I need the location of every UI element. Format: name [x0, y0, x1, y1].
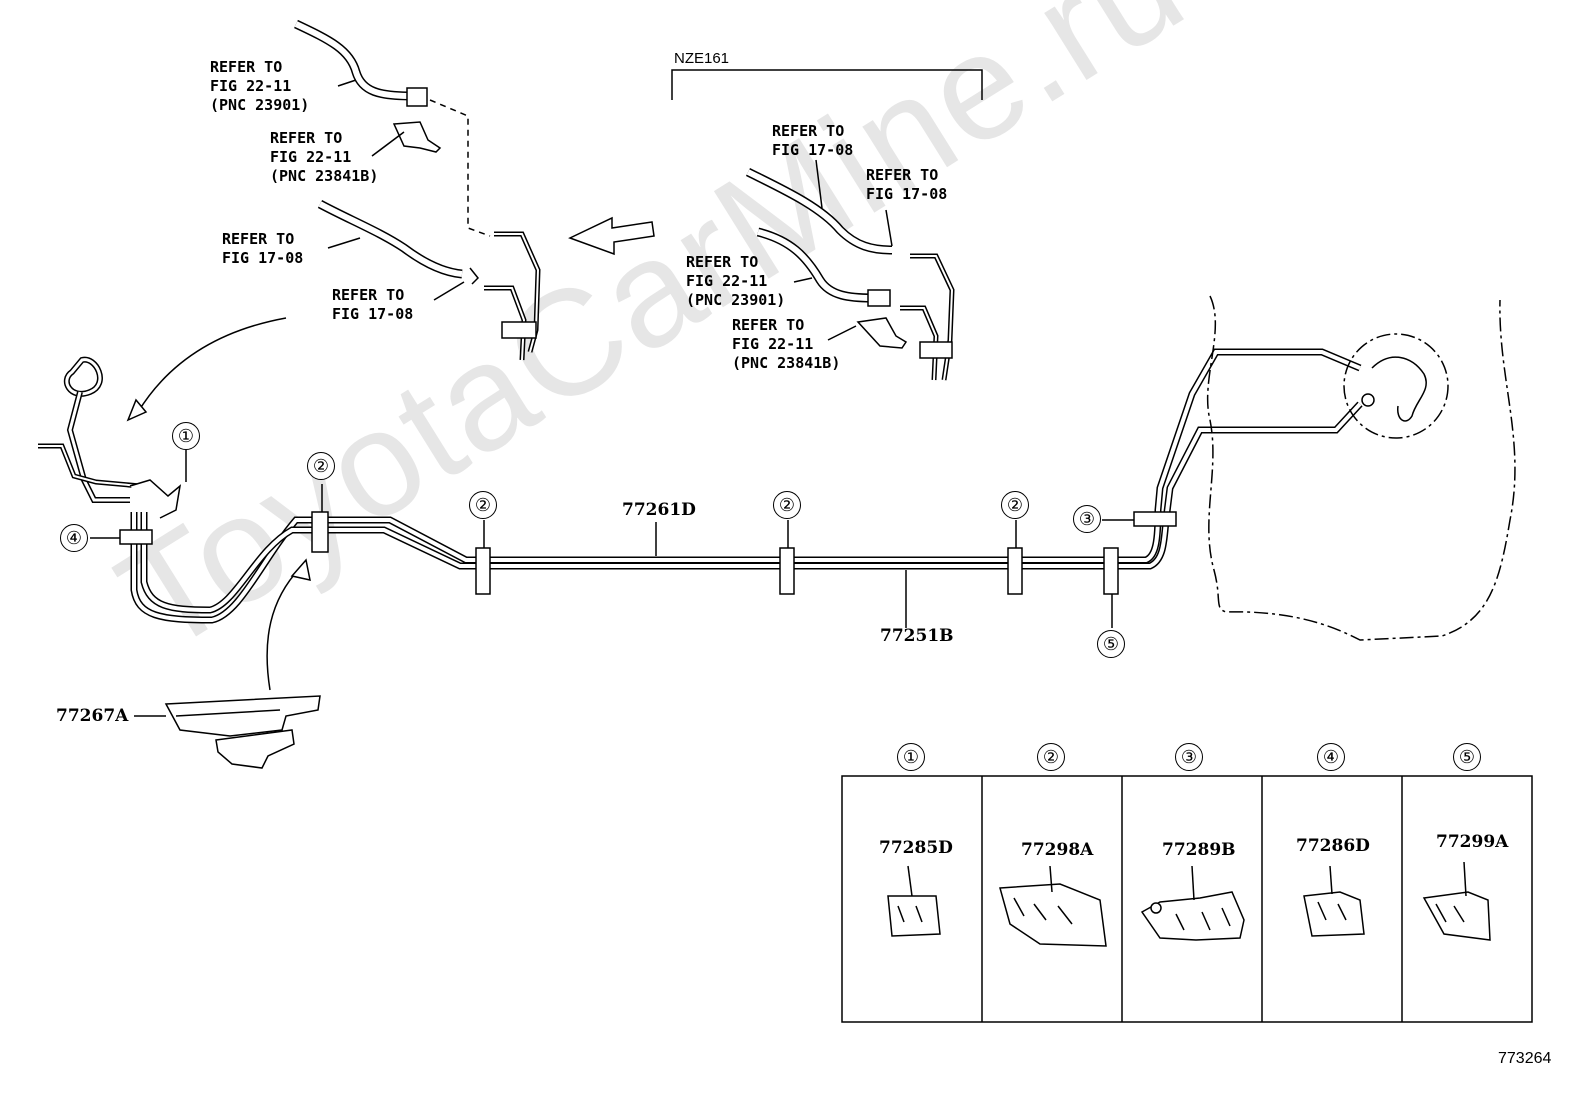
callout-2-d[interactable]: ②: [1001, 491, 1029, 519]
callout-2-b[interactable]: ②: [469, 491, 497, 519]
table-header-5: ⑤: [1453, 743, 1481, 771]
table-part-1[interactable]: 77285D: [879, 838, 953, 858]
part-number-protector[interactable]: 77267A: [56, 706, 129, 726]
bracket-upper: [392, 121, 442, 153]
figure-id: 773264: [1498, 1050, 1552, 1067]
table-header-1: ①: [897, 743, 925, 771]
part-number-tube-lower[interactable]: 77251B: [880, 626, 954, 646]
table-header-3: ③: [1175, 743, 1203, 771]
table-part-4[interactable]: 77286D: [1296, 836, 1370, 856]
callout-2-a[interactable]: ②: [307, 452, 335, 480]
table-part-3[interactable]: 77289B: [1162, 840, 1236, 860]
table-part-2[interactable]: 77298A: [1021, 840, 1094, 860]
part-number-tube-upper[interactable]: 77261D: [622, 500, 696, 520]
variant-label: NZE161: [674, 50, 730, 67]
body-outline: [1206, 295, 1516, 641]
callout-3[interactable]: ③: [1073, 505, 1101, 533]
table-part-5[interactable]: 77299A: [1436, 832, 1509, 852]
table-header-2: ②: [1037, 743, 1065, 771]
protector-drawing: [164, 695, 321, 737]
curved-arrow-lower: [266, 567, 301, 691]
tube-path-a: [130, 348, 1362, 624]
table-header-4: ④: [1317, 743, 1345, 771]
clamp-table-frame: [841, 775, 1533, 1023]
callout-4[interactable]: ④: [60, 524, 88, 552]
callout-1[interactable]: ①: [172, 422, 200, 450]
callout-2-c[interactable]: ②: [773, 491, 801, 519]
callout-5[interactable]: ⑤: [1097, 630, 1125, 658]
direction-arrow: [568, 216, 655, 256]
curved-arrow-upper: [137, 317, 287, 413]
